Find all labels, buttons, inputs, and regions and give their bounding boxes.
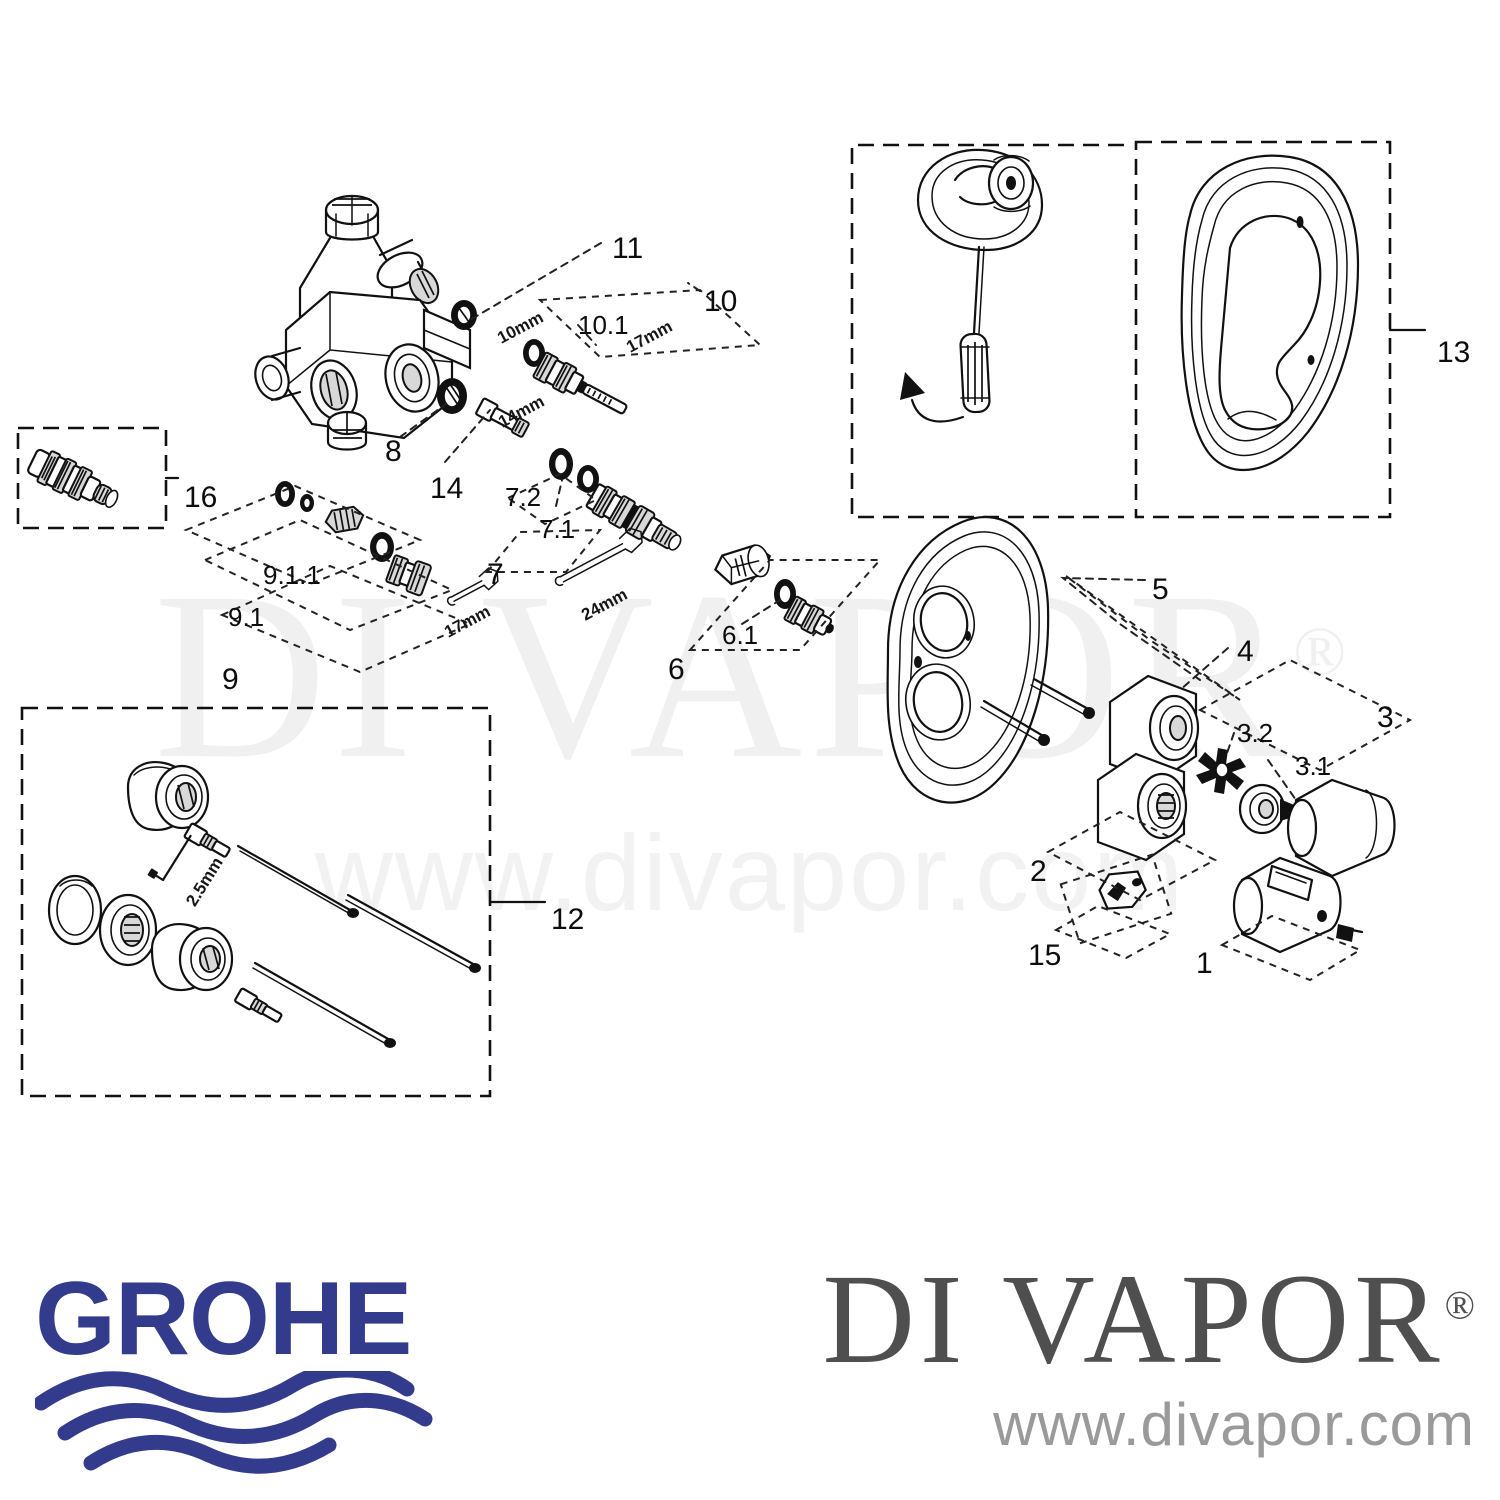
part-8-plug [437, 378, 467, 414]
callout-9.1.1: 9.1.1 [263, 560, 321, 590]
divapor-registered-icon: ® [1444, 1282, 1475, 1328]
part-5-mounting-screws [980, 677, 1095, 746]
callout-1: 1 [1196, 947, 1213, 980]
leader-4 [1179, 647, 1229, 691]
part-16-thermostatic-cartridge [27, 448, 119, 509]
callout-3: 3 [1377, 701, 1394, 734]
leader-11 [469, 242, 602, 321]
callout-11: 11 [612, 232, 644, 265]
part-10-thermostat-spindle [523, 339, 628, 415]
grohe-logo: GROHE [33, 1261, 455, 1482]
callout-3.2: 3.2 [1237, 718, 1274, 748]
footer-logos: GROHE DI VAPOR® www.divapor.com [0, 1232, 1500, 1500]
part-4-handle-sleeve-upper [1108, 674, 1200, 784]
part-6-check-valve [714, 544, 834, 636]
leader-box-9.1.1 [183, 484, 423, 586]
part-3-handle-cap [1286, 778, 1396, 878]
divapor-url: www.divapor.com [993, 1391, 1475, 1459]
leader-box-7.2 [506, 472, 598, 526]
leader-box-9.1 [202, 518, 455, 632]
detail-box-13 [1134, 140, 1392, 519]
leader-10 [687, 282, 701, 292]
callout-10: 10 [704, 285, 738, 318]
leader-3.2 [1225, 732, 1235, 757]
callout-9: 9 [222, 663, 239, 696]
callout-15: 15 [1028, 939, 1062, 972]
leader-10.1 [577, 324, 597, 346]
callout-2: 2 [1030, 855, 1047, 888]
part-3.2-spring-clip [1196, 748, 1246, 794]
callout-4: 4 [1237, 635, 1254, 668]
part-11-filter-screen [451, 300, 477, 330]
leader-14 [444, 409, 491, 463]
leader-8 [399, 403, 447, 438]
leader-6.1 [741, 599, 781, 625]
part-13-escutcheon [1180, 154, 1360, 472]
callout-7.2: 7.2 [505, 482, 542, 512]
part-1-handle-body [1232, 856, 1364, 954]
leader-box-5 [1065, 575, 1241, 701]
divapor-logo: DI VAPOR® www.divapor.com [745, 1252, 1475, 1482]
divapor-wordmark: DI VAPOR® [745, 1252, 1475, 1386]
leader-5 [1060, 576, 1201, 681]
leader-box-2 [1045, 810, 1218, 902]
callout-9.1: 9.1 [228, 602, 265, 632]
part-faceplate [886, 516, 1050, 804]
leader-7.1 [555, 479, 563, 507]
leader-box-3 [1197, 658, 1413, 772]
leader-box-15 [1053, 904, 1173, 960]
diagram-vector-layer: .ln{fill:none;stroke:#111;stroke-width:2… [16, 140, 1427, 1098]
callout-3.1: 3.1 [1295, 751, 1332, 781]
leader-3.1 [1267, 759, 1297, 801]
part-15-index-button [1059, 853, 1173, 945]
divapor-wordmark-text: DI VAPOR [822, 1248, 1445, 1390]
part-7-diverter-cartridge [549, 448, 682, 551]
callout-10.1: 10.1 [578, 310, 629, 340]
extension-rod-1 [236, 844, 352, 912]
callout-6: 6 [668, 653, 685, 686]
callout-13: 13 [1437, 336, 1471, 369]
leader-box-9 [219, 564, 473, 674]
extension-rod-2 [346, 893, 477, 967]
callout-14: 14 [430, 472, 464, 505]
callout-7.1: 7.1 [539, 514, 576, 544]
leader-box-10 [537, 288, 763, 359]
leader-box-6 [687, 559, 883, 651]
callout-6.1: 6.1 [722, 620, 759, 650]
part-12-handle-service-kit [47, 761, 481, 1048]
callout-12: 12 [551, 903, 585, 936]
callout-16: 16 [184, 481, 218, 514]
part-2-handle-sleeve-lower [1096, 752, 1188, 862]
service-tool-detail [900, 148, 1044, 423]
spanner-24mm [554, 527, 643, 587]
leader-box-7 [484, 528, 603, 573]
callout-8: 8 [385, 435, 402, 468]
extension-rod-3 [253, 961, 392, 1042]
grohe-wordmark: GROHE [35, 1261, 412, 1377]
callout-5: 5 [1152, 573, 1169, 606]
callout-7: 7 [487, 558, 504, 591]
part-8-valve-body [254, 194, 472, 451]
grohe-waves-icon [33, 1362, 433, 1474]
part-14-extension-piece [475, 397, 530, 438]
exploded-parts-diagram: .ln{fill:none;stroke:#111;stroke-width:2… [16, 140, 1471, 1098]
